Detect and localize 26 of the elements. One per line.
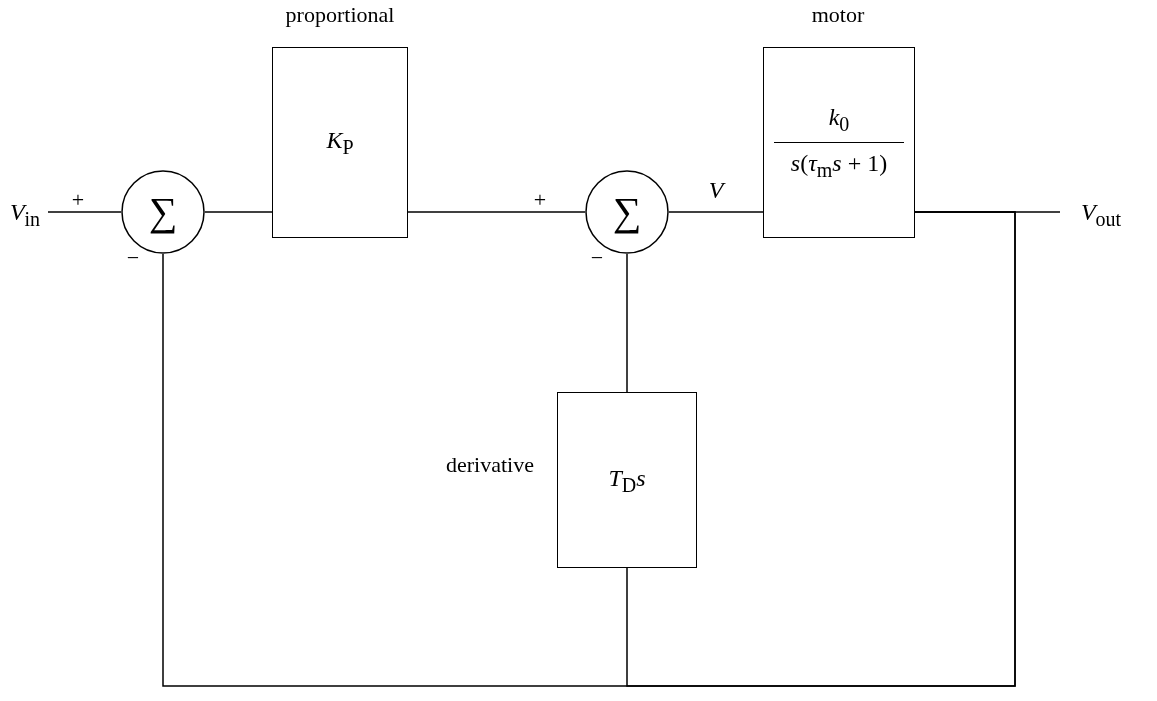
connector-line [47, 211, 122, 213]
sigma-symbol: ∑ [612, 188, 642, 236]
block-box [272, 47, 408, 238]
transfer-function: K$_{P}$ [326, 126, 354, 159]
signal-label: V$_{in}$ [9, 197, 41, 231]
transfer-function: k$_{0}$ [828, 103, 850, 136]
transfer-function: T$_{D}$s [608, 463, 646, 497]
block-caption: derivative [446, 452, 534, 478]
signal-label: V$_{out}$ [1080, 197, 1122, 231]
connector-line [407, 211, 586, 213]
summing-junction [121, 170, 205, 254]
transfer-function: s(τ$_{m}$s + 1) [790, 149, 888, 182]
sign-label: − [126, 245, 140, 271]
sigma-symbol: ∑ [148, 188, 178, 236]
connector-line [626, 211, 1016, 687]
connector-line [668, 211, 764, 213]
sign-label: − [590, 245, 604, 271]
connector-line [626, 253, 628, 393]
block-caption: motor [811, 2, 865, 28]
connector-line [204, 211, 273, 213]
block-box [763, 47, 915, 238]
block-box [557, 392, 697, 568]
block-caption: proportional [285, 2, 395, 28]
sign-label: + [533, 187, 547, 213]
sign-label: + [71, 187, 85, 213]
summing-junction [585, 170, 669, 254]
